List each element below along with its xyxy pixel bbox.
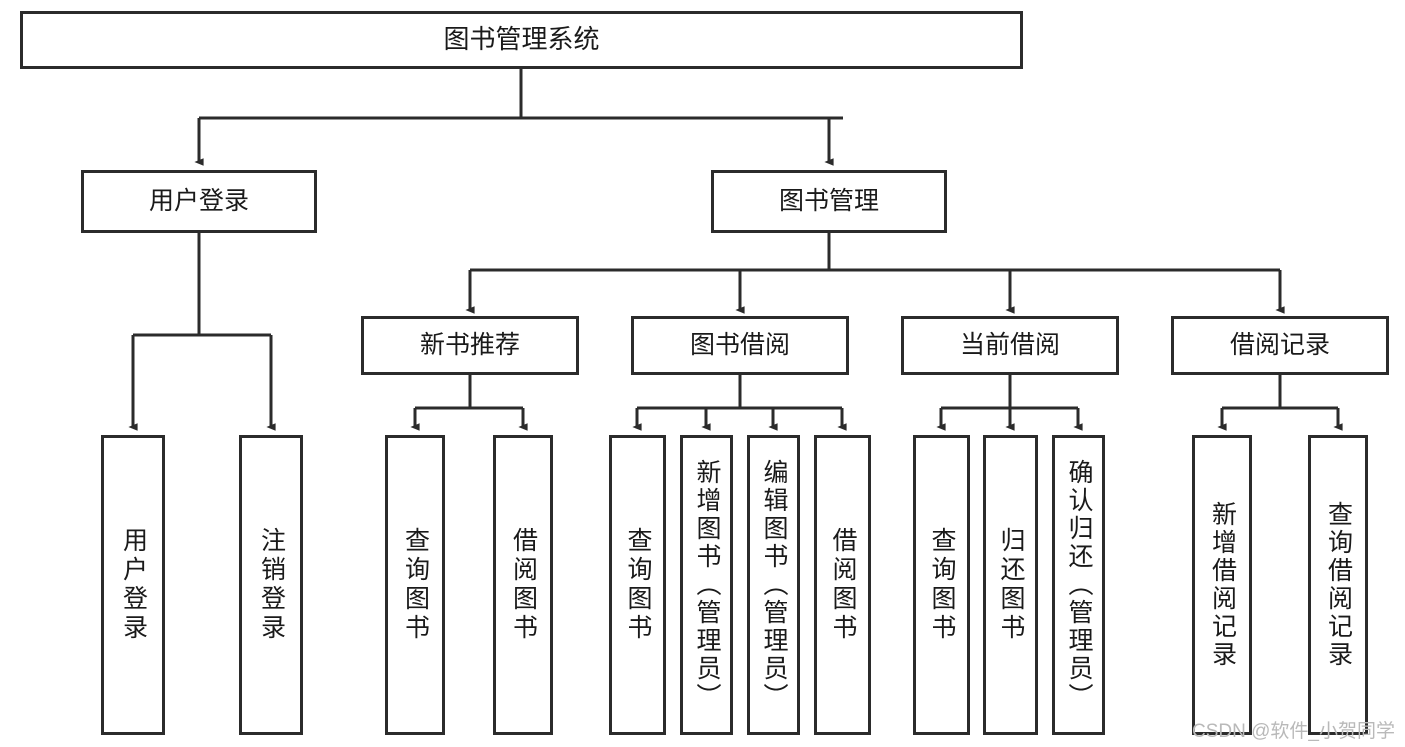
node-label: 归还图书 [997, 527, 1025, 643]
leaf-add-borrow-record[interactable]: 新增借阅记录 [1192, 435, 1252, 735]
node-label: 借阅图书 [829, 527, 857, 643]
node-label: 注销登录 [257, 527, 286, 643]
node-label: 确认归还（管理员） [1065, 459, 1093, 711]
node-label: 借阅记录 [1229, 331, 1330, 360]
node-root-book-management-system[interactable]: 图书管理系统 [20, 11, 1023, 69]
node-borrowing-record[interactable]: 借阅记录 [1171, 316, 1389, 375]
node-label: 新增图书（管理员） [693, 459, 721, 711]
leaf-query-book-borrow[interactable]: 查询图书 [609, 435, 666, 735]
leaf-query-borrow-record[interactable]: 查询借阅记录 [1308, 435, 1368, 735]
node-current-borrowing[interactable]: 当前借阅 [901, 316, 1119, 375]
leaf-query-book-current[interactable]: 查询图书 [913, 435, 970, 735]
leaf-return-book[interactable]: 归还图书 [983, 435, 1038, 735]
node-label: 当前借阅 [959, 331, 1060, 360]
leaf-logout[interactable]: 注销登录 [239, 435, 303, 735]
node-label: 借阅图书 [509, 527, 538, 643]
leaf-query-book-recommend[interactable]: 查询图书 [385, 435, 445, 735]
node-new-book-recommendation[interactable]: 新书推荐 [361, 316, 579, 375]
node-label: 图书管理系统 [443, 24, 600, 55]
node-book-management[interactable]: 图书管理 [711, 170, 947, 233]
node-label: 图书借阅 [689, 331, 790, 360]
node-label: 用户登录 [119, 527, 148, 643]
leaf-borrow-book-recommend[interactable]: 借阅图书 [493, 435, 553, 735]
node-label: 新增借阅记录 [1208, 501, 1237, 669]
node-book-borrowing[interactable]: 图书借阅 [631, 316, 849, 375]
leaf-user-login[interactable]: 用户登录 [101, 435, 165, 735]
node-label: 查询图书 [928, 527, 956, 643]
leaf-edit-book-admin[interactable]: 编辑图书（管理员） [747, 435, 800, 735]
node-label: 用户登录 [148, 187, 249, 216]
node-label: 编辑图书（管理员） [760, 459, 788, 711]
leaf-borrow-book[interactable]: 借阅图书 [814, 435, 871, 735]
watermark-text: CSDN @软件_小贺同学 [1192, 721, 1395, 742]
leaf-confirm-return-admin[interactable]: 确认归还（管理员） [1052, 435, 1105, 735]
node-label: 查询借阅记录 [1324, 501, 1353, 669]
node-label: 新书推荐 [419, 331, 520, 360]
node-label: 查询图书 [624, 527, 652, 643]
node-label: 图书管理 [778, 187, 879, 216]
node-label: 查询图书 [401, 527, 430, 643]
leaf-add-book-admin[interactable]: 新增图书（管理员） [680, 435, 733, 735]
node-user-login[interactable]: 用户登录 [81, 170, 317, 233]
